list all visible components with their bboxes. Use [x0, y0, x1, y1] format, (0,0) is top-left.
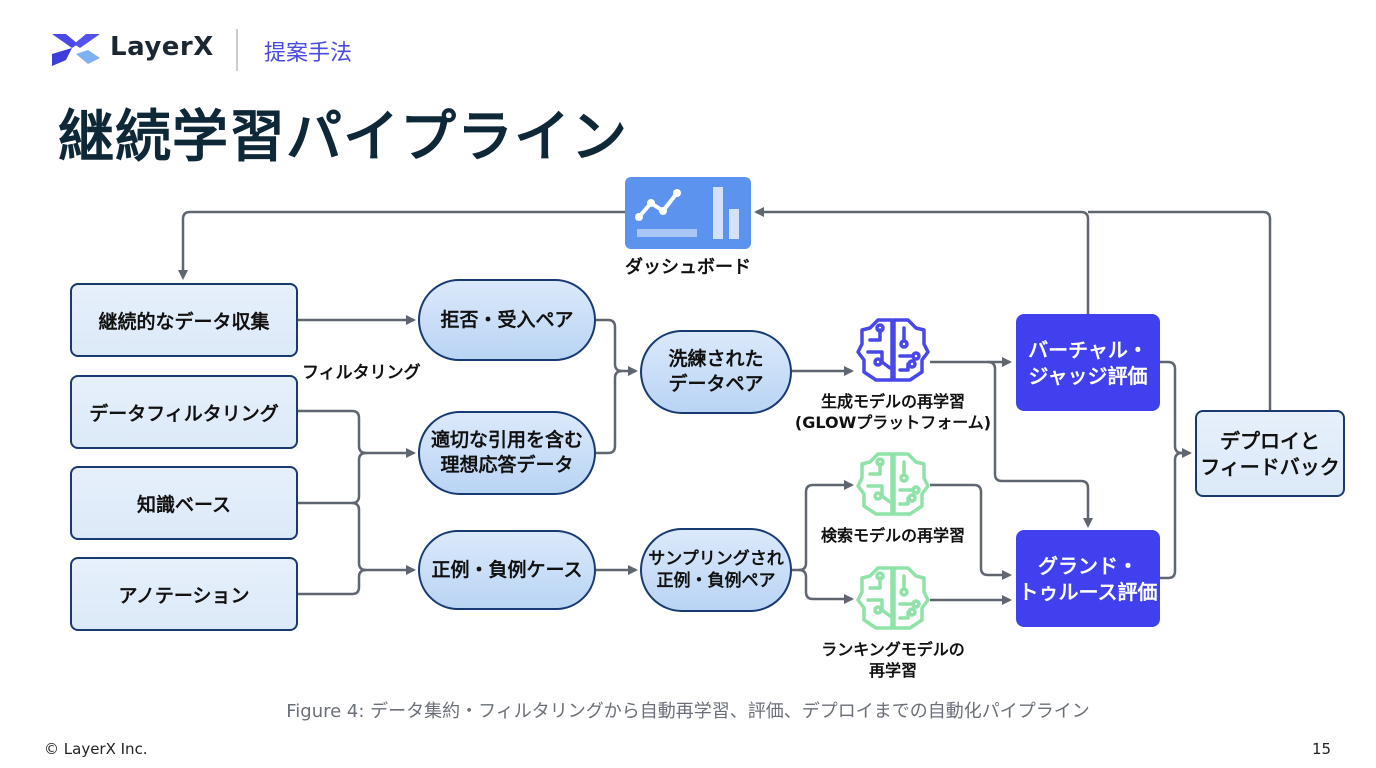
ideal-line2: 理想応答データ	[440, 454, 574, 476]
edge-judge-to-dashboard	[754, 207, 1090, 318]
node-annotation: アノテーション	[70, 557, 298, 631]
search-model-label: 検索モデルの再学習	[820, 526, 965, 545]
edge-reject-to-refined	[596, 318, 638, 376]
node-continuous-collection: 継続的なデータ収集	[70, 283, 298, 357]
node-ground-truth-eval: グランド・ トゥルース評価	[1016, 530, 1160, 627]
edge-knowledge-to-cases	[351, 501, 416, 575]
edge-sampled-to-ranking	[798, 568, 854, 604]
deploy-line2: フィードバック	[1200, 454, 1340, 479]
edge-filtering-to-ideal	[298, 409, 416, 458]
node-ideal-response-data: 適切な引用を含む 理想応答データ	[418, 411, 596, 495]
edge-ideal-to-refined	[596, 369, 623, 455]
judge-line1: バーチャル・	[1028, 337, 1148, 362]
sampled-line1: サンプリングされ	[648, 548, 784, 569]
ranking-label-line2: 再学習	[868, 660, 917, 680]
node-pos-neg-cases: 正例・負例ケース	[418, 530, 596, 610]
layerx-logo-icon	[52, 34, 100, 66]
refined-line2: データペア	[668, 373, 764, 395]
ranking-label-line1: ランキングモデルの	[821, 640, 965, 659]
edge-search-to-ground	[930, 483, 1012, 580]
page-title: 継続学習パイプライン	[58, 105, 628, 170]
footer-copyright: © LayerX Inc.	[44, 740, 148, 758]
filtering-edge-label: フィルタリング	[302, 363, 421, 383]
generative-model-label: 生成モデルの再学習 (GLOWプラットフォーム)	[788, 392, 998, 434]
dashboard-node	[625, 177, 751, 249]
section-label: 提案手法	[264, 41, 353, 66]
edge-knowledge-to-ideal	[298, 451, 367, 505]
ranking-model-label: ランキングモデルの 再学習	[800, 640, 986, 682]
node-refined-pairs: 洗練された データペア	[640, 330, 792, 414]
judge-line2: ジャッジ評価	[1028, 363, 1148, 388]
header-divider	[236, 29, 238, 71]
node-virtual-judge-eval: バーチャル・ ジャッジ評価	[1016, 314, 1160, 411]
generative-model-brain-icon	[856, 318, 930, 382]
ideal-line1: 適切な引用を含む	[430, 429, 583, 452]
deploy-line1: デプロイと	[1220, 428, 1320, 453]
node-knowledge-base: 知識ベース	[70, 466, 298, 540]
edge-gen-to-ground	[987, 360, 1093, 528]
ground-line1: グランド・	[1038, 553, 1138, 578]
dashboard-label: ダッシュボード	[625, 257, 751, 278]
edge-annotation-to-cases	[298, 568, 367, 596]
gen-label-line1: 生成モデルの再学習	[820, 392, 965, 411]
dashboard-chart-icon	[635, 187, 739, 239]
edge-dashboard-to-collection	[178, 210, 625, 280]
ranking-model-brain-icon	[856, 566, 930, 630]
node-deploy-feedback: デプロイと フィードバック	[1195, 410, 1345, 497]
search-model-brain-icon	[856, 452, 930, 516]
ground-line2: トゥルース評価	[1018, 579, 1158, 604]
gen-label-line2: (GLOWプラットフォーム)	[794, 412, 992, 432]
node-data-filtering: データフィルタリング	[70, 375, 298, 449]
sampled-line2: 正例・負例ペア	[656, 571, 776, 591]
edge-deploy-to-dashboard	[1088, 210, 1272, 410]
edge-judge-to-deploy	[1160, 360, 1192, 458]
node-sampled-pairs: サンプリングされ 正例・負例ペア	[640, 528, 792, 612]
page-number: 15	[1312, 740, 1332, 758]
node-reject-accept-pairs: 拒否・受入ペア	[418, 279, 596, 361]
edge-ground-to-deploy	[1160, 451, 1183, 580]
brand-name: LayerX	[110, 32, 214, 62]
figure-caption: Figure 4: データ集約・フィルタリングから自動再学習、評価、デプロイまで…	[286, 701, 1090, 722]
refined-line1: 洗練された	[668, 348, 764, 371]
